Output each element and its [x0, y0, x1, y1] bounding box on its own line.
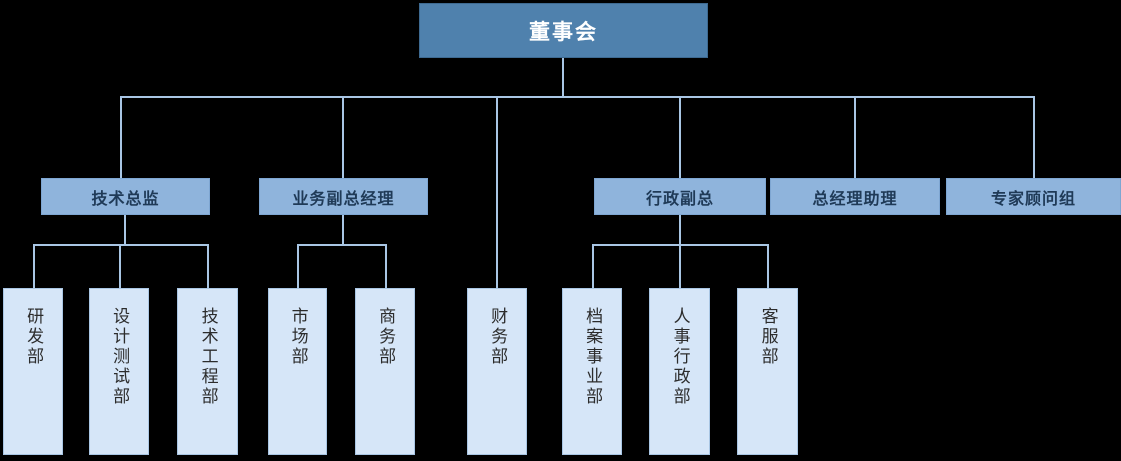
- node-marketing-dept[interactable]: 市场部: [268, 288, 327, 455]
- connector-tech-director-bus: [33, 244, 209, 246]
- connector-biz-vp-bus: [297, 244, 387, 246]
- node-gm-assistant[interactable]: 总经理助理: [770, 178, 940, 215]
- node-expert-advisory-group-label: 专家顾问组: [990, 190, 1076, 208]
- connector-bus-to-finance-dept: [496, 96, 498, 288]
- node-design-test-dept[interactable]: 设计测试部: [89, 288, 149, 455]
- node-tech-engineering-dept[interactable]: 技术工程部: [177, 288, 238, 455]
- node-business-dept-label: 商务部: [376, 307, 396, 367]
- node-rd-dept[interactable]: 研发部: [3, 288, 63, 455]
- node-business-vice-gm-label: 业务副总经理: [292, 190, 395, 208]
- node-marketing-dept-label: 市场部: [288, 307, 308, 367]
- node-business-vice-gm[interactable]: 业务副总经理: [259, 178, 428, 215]
- connector-to-marketing-dept: [297, 244, 299, 288]
- node-tech-director-label: 技术总监: [91, 190, 160, 208]
- connector-to-hr-admin-dept: [679, 244, 681, 288]
- connector-bus-to-tech-director: [120, 96, 122, 178]
- node-board-of-directors[interactable]: 董事会: [419, 3, 708, 58]
- connector-bus-to-gm-assistant: [854, 96, 856, 178]
- node-hr-admin-dept-label: 人事行政部: [670, 307, 690, 407]
- node-tech-engineering-dept-label: 技术工程部: [198, 307, 218, 407]
- node-expert-advisory-group[interactable]: 专家顾问组: [946, 178, 1121, 215]
- connector-biz-vp-stem: [342, 214, 344, 245]
- node-gm-assistant-label: 总经理助理: [812, 190, 898, 208]
- node-customer-service-dept-label: 客服部: [758, 307, 778, 367]
- connector-main-bus: [120, 96, 1035, 98]
- connector-to-tech-eng-dept: [207, 244, 209, 288]
- node-business-dept[interactable]: 商务部: [355, 288, 415, 455]
- node-archive-business-dept[interactable]: 档案事业部: [562, 288, 622, 455]
- node-finance-dept-label: 财务部: [488, 307, 508, 367]
- node-design-test-dept-label: 设计测试部: [110, 307, 130, 407]
- connector-admin-vp-stem: [679, 214, 681, 245]
- node-board-of-directors-label: 董事会: [529, 20, 598, 44]
- node-hr-admin-dept[interactable]: 人事行政部: [649, 288, 710, 455]
- connector-bus-to-biz-vp: [342, 96, 344, 178]
- connector-to-design-test-dept: [119, 244, 121, 288]
- node-admin-vice-gm-label: 行政副总: [645, 190, 714, 208]
- connector-root-stem: [562, 58, 564, 98]
- node-rd-dept-label: 研发部: [24, 307, 44, 367]
- node-customer-service-dept[interactable]: 客服部: [737, 288, 798, 455]
- connector-to-archive-dept: [592, 244, 594, 288]
- node-finance-dept[interactable]: 财务部: [467, 288, 527, 455]
- connector-to-service-dept: [767, 244, 769, 288]
- connector-to-business-dept: [385, 244, 387, 288]
- connector-bus-to-expert-group: [1033, 96, 1035, 178]
- node-tech-director[interactable]: 技术总监: [41, 178, 210, 215]
- connector-bus-to-admin-vp: [679, 96, 681, 178]
- node-archive-business-dept-label: 档案事业部: [583, 307, 603, 407]
- node-admin-vice-gm[interactable]: 行政副总: [594, 178, 766, 215]
- connector-to-rd-dept: [33, 244, 35, 288]
- connector-tech-director-stem: [124, 214, 126, 245]
